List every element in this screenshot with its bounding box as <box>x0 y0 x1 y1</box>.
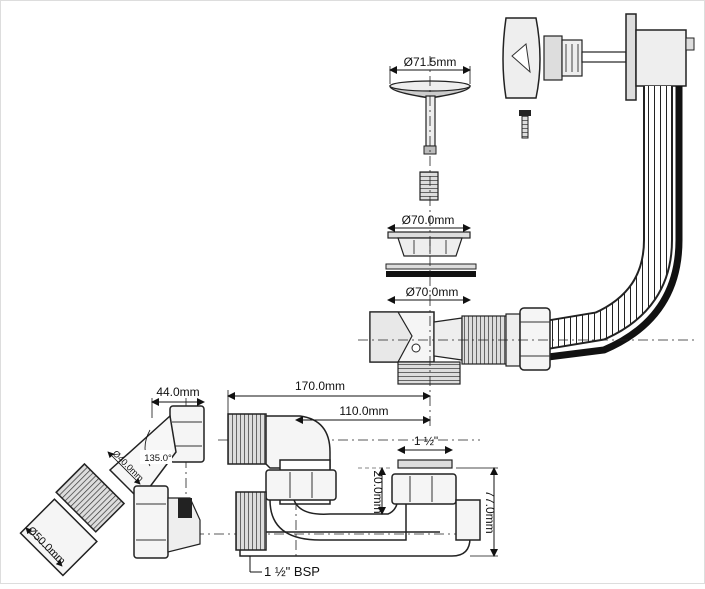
dim-inlet-thread-label: 1 ½" <box>414 434 438 448</box>
dim-170-label: 170.0mm <box>295 379 345 393</box>
dim-110: 110.0mm <box>295 404 431 424</box>
trap-inlet <box>227 413 267 465</box>
dim-angle-label: 135.0° <box>144 453 172 464</box>
trap-nut <box>265 469 337 501</box>
outlet-nut <box>133 485 169 559</box>
hose-nut <box>519 307 551 371</box>
overflow-body <box>635 29 687 87</box>
dim-washer-diameter: Ø70.0mm <box>387 285 471 304</box>
dim-bsp-label: 1 ½" BSP <box>264 564 320 579</box>
waste-body <box>369 307 551 385</box>
plug-screw <box>419 171 439 201</box>
dim-20-label: 20.0mm <box>371 470 385 513</box>
dim-110-label: 110.0mm <box>339 404 388 418</box>
dim-strainer-diameter-label: Ø70.0mm <box>402 213 455 227</box>
overflow-knob-body <box>543 35 563 81</box>
dim-77-label: 77.0mm <box>483 490 497 533</box>
dim-44: 44.0mm <box>151 385 205 418</box>
dim-strainer-diameter: Ø70.0mm <box>387 213 471 232</box>
riser-nut <box>391 473 457 505</box>
dim-20: 20.0mm <box>358 467 392 515</box>
screw-head <box>519 110 531 116</box>
outlet-thread <box>235 491 267 551</box>
strainer <box>385 231 477 277</box>
dim-170: 170.0mm <box>227 379 431 414</box>
overflow-plate <box>625 13 637 101</box>
waste-thread <box>397 361 461 385</box>
dim-washer-diameter-label: Ø70.0mm <box>406 285 459 299</box>
plug-stem <box>425 95 436 147</box>
dim-44-label: 44.0mm <box>156 385 199 399</box>
overflow-spindle <box>581 51 627 63</box>
trap <box>227 413 481 557</box>
dim-angle: 135.0° <box>140 429 172 467</box>
washer <box>386 271 476 277</box>
overflow-assembly <box>502 13 695 139</box>
dim-bsp: 1 ½" BSP <box>249 556 320 579</box>
dim-inlet-thread: 1 ½" <box>397 434 453 454</box>
dim-77: 77.0mm <box>456 467 498 557</box>
